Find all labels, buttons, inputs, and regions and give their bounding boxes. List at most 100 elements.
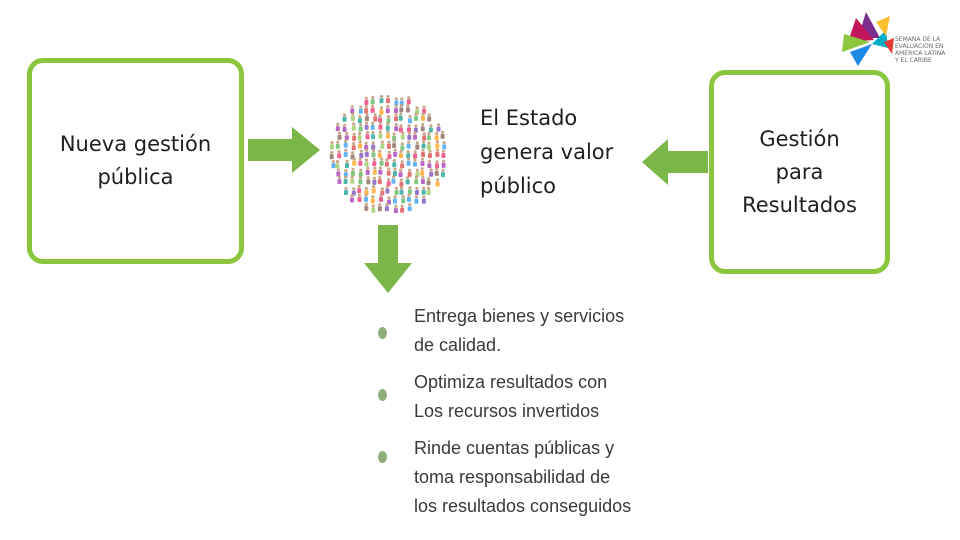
gestion-resultados-label: Gestión para Resultados (742, 123, 857, 222)
crowd-person-body (371, 152, 376, 158)
crowd-person-body (378, 133, 383, 139)
crowd-person-body (358, 108, 363, 114)
crowd-person-head (399, 104, 403, 108)
crowd-person-head (380, 157, 384, 161)
crowd-person-body (393, 171, 397, 176)
crowd-person-body (378, 117, 382, 123)
crowd-person-head (342, 123, 347, 127)
crowd-person-head (408, 202, 412, 207)
bullet-3-line3: los resultados conseguidos (414, 496, 632, 516)
crowd-person-body (394, 126, 399, 132)
crowd-person-head (407, 157, 411, 161)
crowd-person-head (336, 168, 340, 172)
crowd-person-head (428, 149, 432, 153)
crowd-person-body (414, 115, 418, 121)
crowd-person-head (364, 104, 368, 108)
crowd-person-head (378, 149, 382, 153)
crowd-person-head (429, 168, 433, 172)
crowd-person-body (335, 126, 340, 132)
crowd-person-head (441, 168, 445, 172)
crowd-person-body (398, 172, 403, 178)
crowd-person-body (386, 98, 390, 104)
gestion-resultados-box: Gestión para Resultados (709, 70, 890, 274)
crowd-person-body (358, 126, 363, 132)
crowd-person-head (379, 106, 383, 110)
crowd-person-body (351, 190, 356, 196)
crowd-person-body (429, 171, 434, 177)
crowd-person-body (399, 189, 404, 195)
crowd-person-body (364, 205, 369, 211)
crowd-person-head (427, 113, 431, 117)
logo-line-2: EVALUACIÓN EN (895, 43, 944, 50)
crowd-person-head (366, 176, 370, 180)
crowd-person-body (343, 142, 348, 148)
crowd-person-body (331, 163, 336, 169)
crowd-person-head (351, 167, 355, 171)
crowd-person-body (420, 161, 425, 166)
crowd-person-head (415, 106, 419, 110)
crowd-person-body (335, 163, 340, 169)
bullet-2-line1: Optimiza resultados con (414, 372, 608, 392)
crowd-person-head (392, 158, 396, 163)
crowd-person-body (407, 127, 411, 133)
crowd-person-body (434, 170, 439, 176)
crowd-person-head (337, 150, 341, 154)
crowd-person-head (435, 140, 439, 144)
arrow-left-icon (642, 139, 708, 185)
crowd-person-head (387, 167, 391, 171)
crowd-person-body (407, 134, 412, 140)
crowd-person-body (428, 153, 432, 159)
nueva-gestion-box: Nueva gestión pública (27, 58, 244, 264)
crowd-person-head (364, 193, 368, 197)
crowd-person-head (371, 104, 375, 108)
crowd-person-body (379, 109, 384, 115)
crowd-person-body (435, 163, 439, 169)
crowd-person-head (378, 203, 382, 207)
crowd-person-body (370, 124, 375, 130)
crowd-person-head (406, 176, 410, 180)
crowd-person-head (399, 112, 403, 116)
crowd-person-head (391, 175, 396, 179)
crowd-person-body (329, 154, 334, 160)
crowd-person-body (440, 133, 445, 139)
crowd-person-body (426, 190, 431, 196)
crowd-person-head (351, 151, 355, 155)
crowd-person-body (398, 127, 403, 133)
crowd-person-head (358, 140, 362, 144)
estado-valor-text: El Estado genera valor público (480, 101, 650, 203)
bullet-item-2: Optimiza resultados con Los recursos inv… (414, 368, 714, 426)
crowd-person-body (350, 116, 355, 121)
crowd-person-head (407, 140, 411, 144)
nueva-gestion-line2: pública (97, 165, 174, 189)
crowd-person-body (364, 116, 369, 122)
crowd-person-head (371, 131, 375, 135)
crowd-person-head (364, 96, 368, 100)
crowd-person-body (400, 207, 405, 213)
crowd-person-head (442, 159, 446, 163)
crowd-person-head (414, 175, 418, 179)
crowd-person-body (414, 179, 419, 185)
logo-line-4: Y EL CARIBE (895, 57, 932, 64)
gestion-line1: Gestión (759, 126, 840, 151)
crowd-person-body (392, 135, 397, 141)
crowd-person-body (371, 188, 376, 194)
crowd-person-body (377, 152, 382, 158)
crowd-person-head (351, 112, 355, 116)
crowd-person-head (414, 195, 418, 199)
crowd-person-body (421, 152, 425, 157)
crowd-person-body (357, 197, 362, 202)
crowd-person-head (372, 157, 376, 161)
estado-line2: genera valor (480, 140, 614, 164)
crowd-person-body (372, 179, 377, 185)
crowd-person-body (441, 172, 445, 178)
crowd-person-body (421, 143, 426, 149)
crowd-person-body (364, 196, 368, 202)
crowd-person-head (407, 131, 411, 135)
bullet-3-line1: Rinde cuentas públicas y (414, 438, 615, 458)
crowd-of-people-icon (329, 94, 447, 214)
crowd-person-head (422, 186, 426, 190)
crowd-person-head (399, 178, 403, 182)
crowd-person-body (415, 144, 420, 150)
crowd-person-body (378, 169, 383, 175)
crowd-person-body (372, 161, 377, 167)
